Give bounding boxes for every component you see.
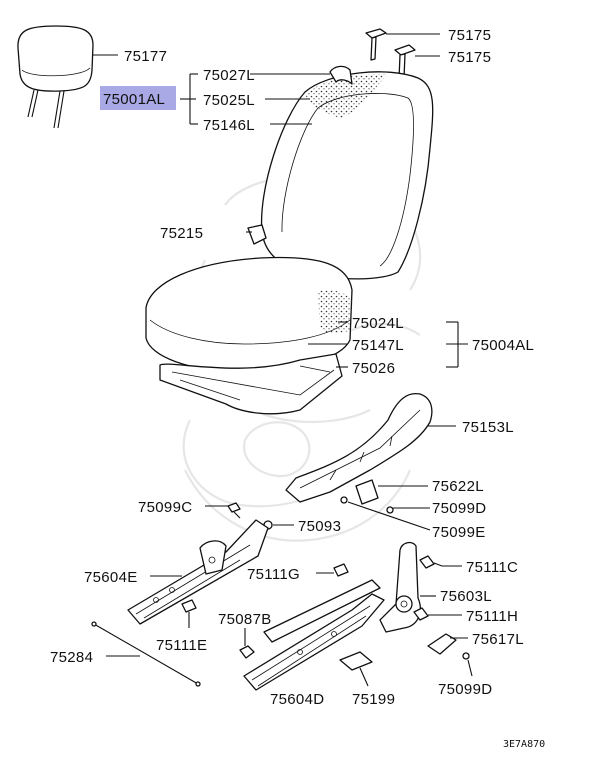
label-75111h: 75111H [466,608,518,625]
headrest-part [17,25,94,129]
label-75175-b: 75175 [448,49,491,66]
seat-back-part [247,65,434,280]
label-75603l: 75603L [440,588,492,605]
label-75001al[interactable]: 75001AL [103,91,165,108]
recliner-part [379,541,421,633]
label-75604d: 75604D [270,691,324,708]
label-75099c: 75099C [138,499,192,516]
knob-part [355,479,379,505]
label-75025l: 75025L [203,92,255,109]
nut-part-mid [239,645,255,659]
cap-part [427,633,470,660]
screw-part-a [340,496,394,514]
label-75177: 75177 [124,48,167,65]
recliner-bolt-upper [419,555,443,569]
label-75111c: 75111C [466,559,518,576]
label-75087b: 75087B [218,611,272,628]
label-75617l: 75617L [472,631,524,648]
label-75093: 75093 [298,518,341,535]
label-75147l: 75147L [352,337,404,354]
drawing-code: 3E7A870 [503,739,545,750]
label-75026: 75026 [352,360,395,377]
label-75622l: 75622L [432,478,484,495]
label-75215: 75215 [160,225,203,242]
label-75111g: 75111G [247,566,300,583]
slide-rail-right [243,579,385,691]
side-shield-part [285,392,433,503]
bolt-part-left-bottom [181,599,197,628]
label-75027l: 75027L [203,67,255,84]
label-75111e: 75111E [156,637,207,654]
recliner-bolt-lower [413,607,429,621]
label-75199: 75199 [352,691,395,708]
label-75146l: 75146L [203,117,255,134]
wire-part [91,621,201,687]
label-75175-a: 75175 [448,27,491,44]
label-75099d-b: 75099D [438,681,492,698]
label-75604e: 75604E [84,569,138,586]
bolt-part-left [227,502,241,519]
label-75024l: 75024L [352,315,404,332]
label-75099e: 75099E [432,524,486,541]
spacer-part [339,651,373,671]
slide-rail-left [127,519,269,625]
label-75284: 75284 [50,649,93,666]
highlight-box [100,86,176,110]
headrest-guide-parts [365,28,440,80]
bolt-part-mid [333,563,349,577]
label-75099d-a: 75099D [432,500,486,517]
label-75004al: 75004AL [472,337,534,354]
label-75153l: 75153L [462,419,514,436]
seat-cushion-part [145,256,353,415]
